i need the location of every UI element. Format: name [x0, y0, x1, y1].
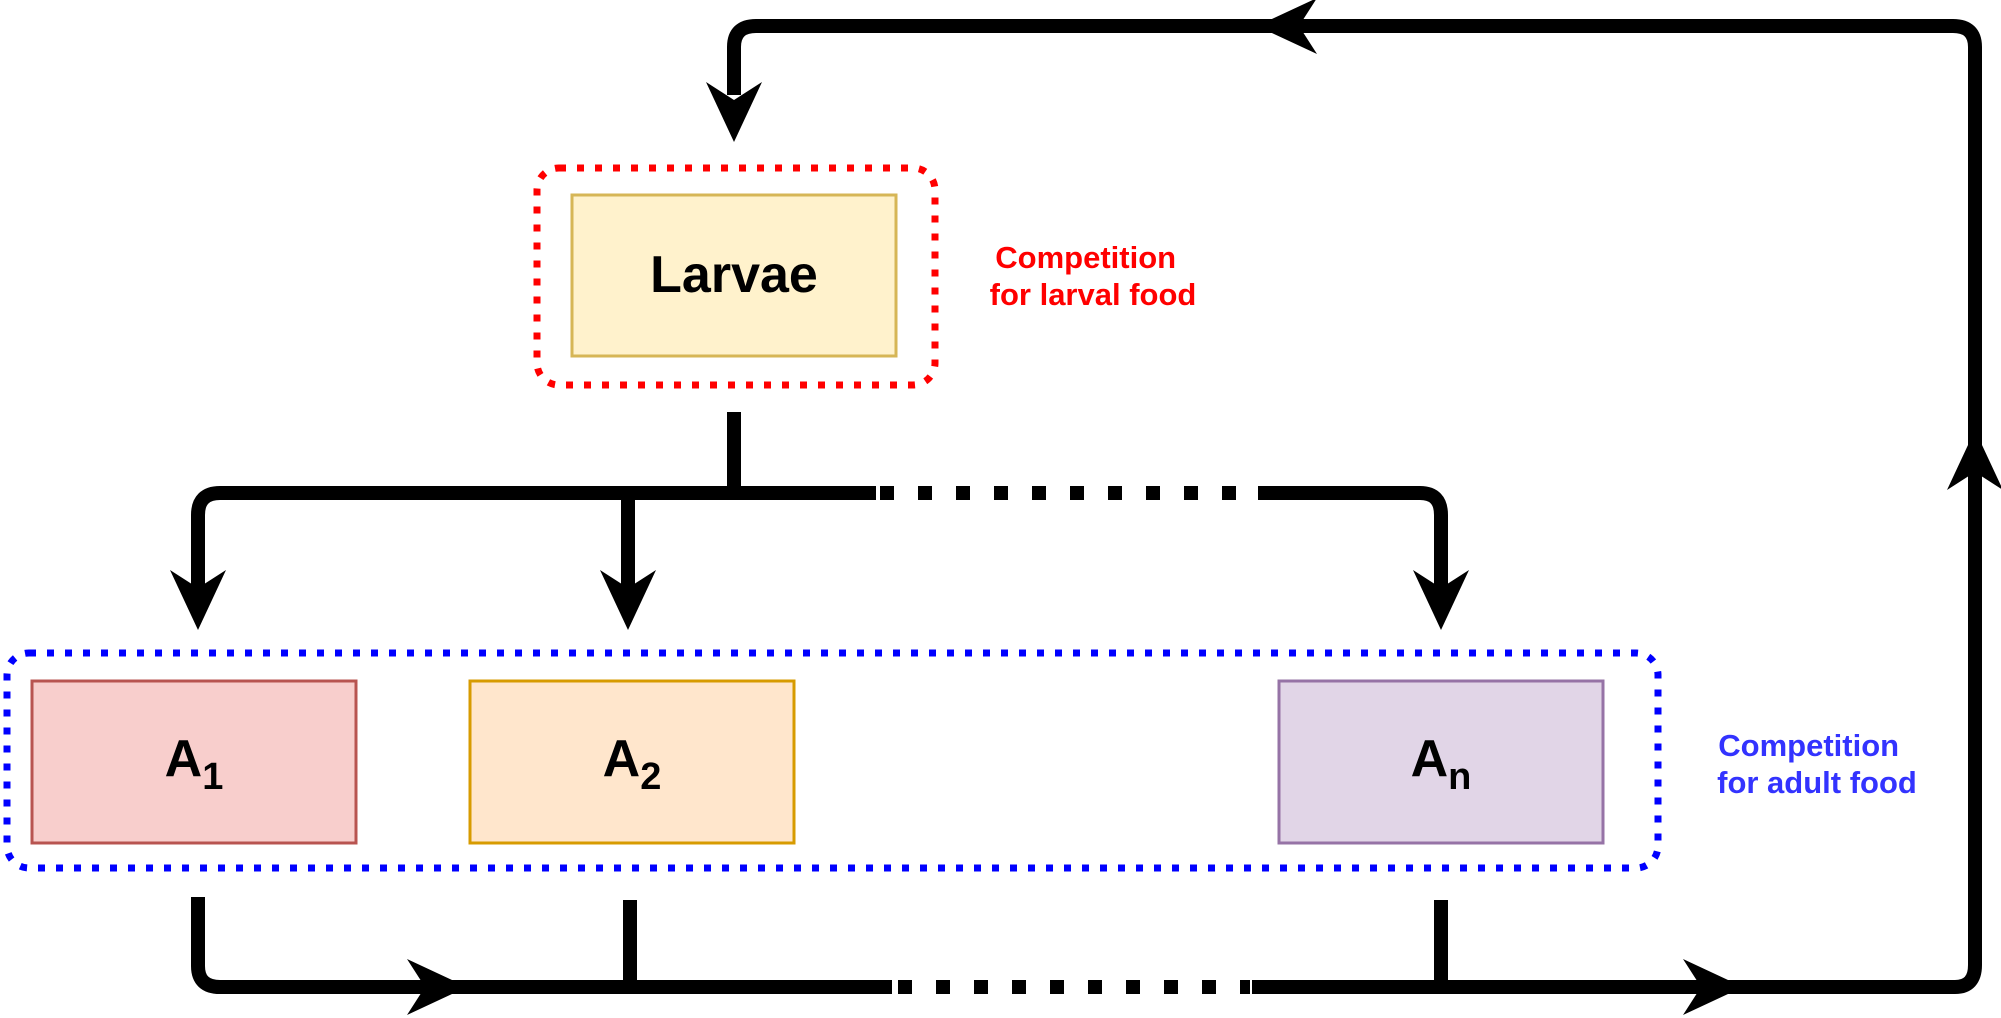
arrowhead-merge-1 [407, 959, 467, 1015]
adult-competition-line1: Competition [1718, 728, 1899, 763]
arrowhead-return-up [1947, 430, 2001, 490]
larvae-label: Larvae [650, 246, 818, 304]
larval-competition-group [533, 164, 939, 389]
adult-box-an [1277, 679, 1605, 845]
larval-competition-label: Competition for larval food [990, 240, 1197, 312]
larvae-box [570, 193, 898, 358]
larvae-node[interactable]: Larvae [570, 193, 898, 358]
adult-label-a2: A2 [603, 730, 662, 798]
larval-competition-line1: Competition [995, 240, 1176, 275]
adult-node-an[interactable]: An [1277, 679, 1605, 845]
adult-subscript-an: n [1448, 756, 1471, 798]
split-branch-a1 [191, 486, 876, 590]
adult-competition-line2: for adult food [1717, 765, 1917, 800]
adult-competition-group [3, 649, 1662, 872]
arrowhead-merge-2 [1683, 959, 1743, 1015]
arrowhead-return-left [1257, 0, 1317, 54]
adult-box-a2 [468, 679, 796, 845]
adult-node-a1[interactable]: A1 [30, 679, 358, 845]
arrowhead-to-an [1413, 570, 1469, 630]
adult-subscript-a2: 2 [640, 756, 661, 798]
split-branch-an [1258, 486, 1448, 590]
arrowhead-to-a1 [170, 570, 226, 630]
adult-subscript-a1: 1 [202, 756, 223, 798]
adult-a1-output-stem [191, 897, 892, 994]
arrowhead-to-larvae [706, 82, 762, 142]
adult-competition-label: Competition for adult food [1717, 728, 1917, 800]
adult-node-a2[interactable]: A2 [468, 679, 796, 845]
larval-competition-line2: for larval food [990, 277, 1197, 312]
return-path [727, 19, 1982, 994]
adult-label-an: An [1411, 730, 1472, 798]
arrowhead-to-a2 [600, 570, 656, 630]
adult-label-a1: A1 [165, 730, 224, 798]
adult-box-a1 [30, 679, 358, 845]
